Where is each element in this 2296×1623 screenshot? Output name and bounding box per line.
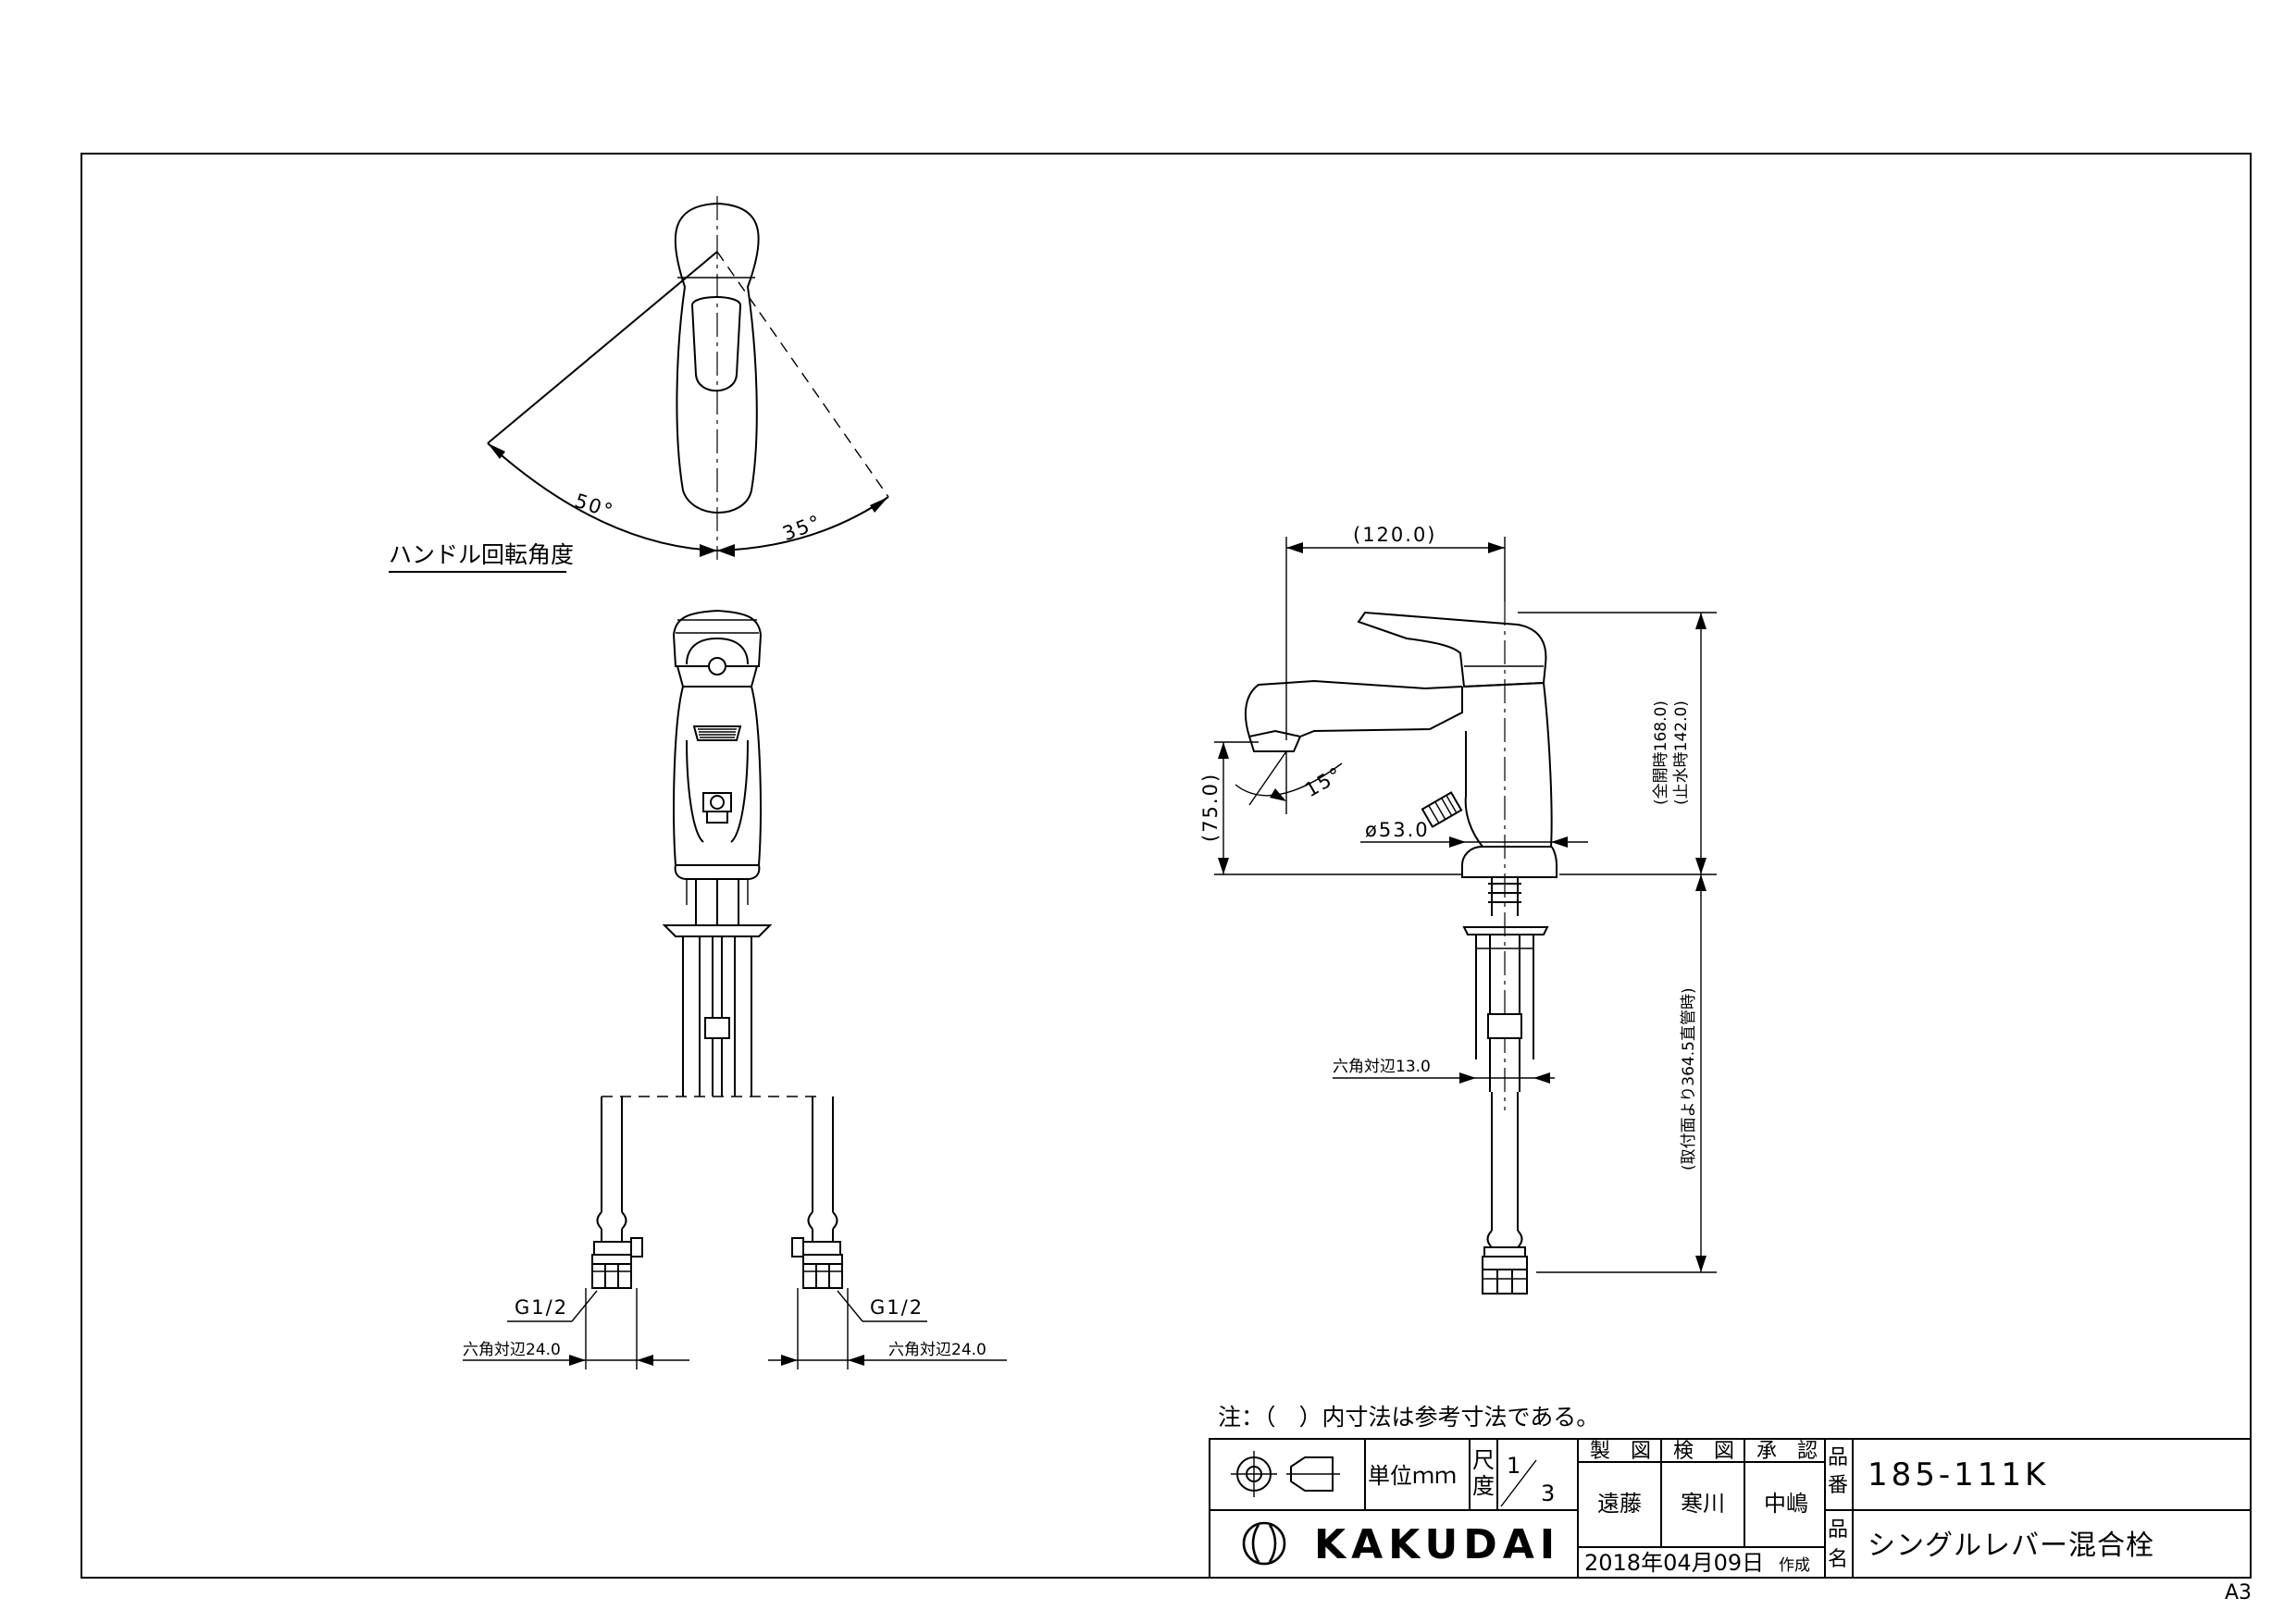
side-spout <box>1244 679 1463 738</box>
side-body <box>1463 681 1553 848</box>
product-name: シングルレバー混合栓 <box>1868 1530 2154 1562</box>
reference-dimension-note: 注：（ ）内寸法は参考寸法である。 <box>1218 1404 1599 1431</box>
sheet-size-label: A3 <box>2225 1581 2252 1604</box>
kakudai-logo-mark <box>1242 1521 1286 1566</box>
rotation-arc <box>487 442 889 552</box>
part-number: 185-111K <box>1868 1456 2049 1493</box>
front-view: G1/2 六角対辺24.0 G1/2 六角対辺24.0 <box>463 609 1007 1369</box>
hex-right-label: 六角対辺24.0 <box>888 1341 987 1359</box>
hex-side-label: 六角対辺13.0 <box>1333 1058 1431 1076</box>
top-view-handle-grip <box>690 296 742 392</box>
unit-label: 単位ｍｍ <box>1368 1463 1457 1489</box>
name-label-1: 品 <box>1828 1518 1848 1542</box>
front-body <box>673 686 762 866</box>
part-no-label-2: 番 <box>1828 1474 1848 1497</box>
created-label: 作成 <box>1779 1556 1810 1575</box>
rotation-caption: ハンドル回転角度 <box>389 541 574 568</box>
drawing-date: 2018年04月09日 <box>1584 1550 1764 1576</box>
angle-side-label: 15° <box>1301 762 1347 801</box>
closed-dim-label: (止水時142.0) <box>1672 700 1691 805</box>
third-angle-projection-symbol <box>1231 1451 1340 1497</box>
full-open-dim-label: (全開時168.0) <box>1652 700 1670 805</box>
scale-denominator: 3 <box>1541 1481 1555 1506</box>
sheet-border <box>81 153 2252 1579</box>
top-view: 50° 35° ハンドル回転角度 <box>389 196 889 573</box>
front-aerator-mesh <box>698 728 737 738</box>
checked-by: 寒川 <box>1681 1491 1725 1517</box>
title-block: 単位ｍｍ 尺 度 1 3 製 図 検 図 承 認 遠藤 寒川 中嶋 2018年0… <box>1209 1438 2252 1579</box>
checked-header: 検 図 <box>1673 1440 1734 1463</box>
kakudai-logo-text: KAKUDAI <box>1314 1521 1560 1568</box>
diameter-dim-label: ø53.0 <box>1365 819 1430 841</box>
drawn-by: 遠藤 <box>1597 1491 1642 1517</box>
drawn-header: 製 図 <box>1590 1440 1651 1463</box>
scale-numerator: 1 <box>1507 1453 1520 1479</box>
height-dim-label: (75.0) <box>1199 773 1222 842</box>
name-label-2: 名 <box>1828 1548 1848 1571</box>
scale-label-2: 度 <box>1472 1473 1495 1499</box>
approved-by: 中嶋 <box>1764 1491 1808 1517</box>
rotation-ray-right <box>716 251 889 498</box>
width-dim-label: (120.0) <box>1353 524 1437 546</box>
rotation-ray-left <box>487 251 718 444</box>
top-view-handle-outline <box>674 202 760 514</box>
scale-label-1: 尺 <box>1472 1447 1495 1473</box>
approved-header: 承 認 <box>1756 1440 1818 1463</box>
side-lever <box>1357 611 1547 688</box>
side-view: (120.0) (75.0) 15° ø53.0 (全開時168.0) (止水時… <box>1199 524 1717 1295</box>
thread-right-label: G1/2 <box>870 1296 924 1319</box>
thread-left-label: G1/2 <box>515 1296 568 1319</box>
hex-left-label: 六角対辺24.0 <box>463 1341 561 1359</box>
part-no-label-1: 品 <box>1828 1446 1848 1469</box>
angle-right-label: 35° <box>779 511 825 545</box>
front-supply-left <box>591 1096 643 1289</box>
front-supply-right <box>791 1096 843 1289</box>
front-lever-head <box>672 609 763 667</box>
pipe-length-dim-label: (取付面より364.5直管時) <box>1680 987 1698 1171</box>
